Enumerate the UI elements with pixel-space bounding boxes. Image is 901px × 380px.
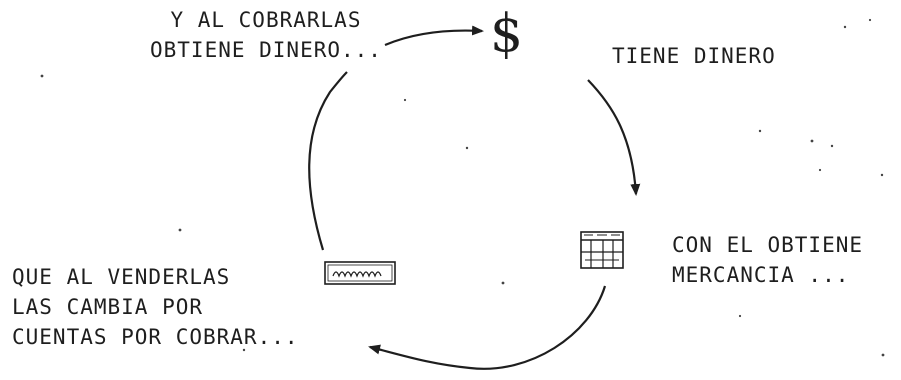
label-line: LAS CAMBIA POR — [12, 295, 204, 319]
label-line: CUENTAS POR COBRAR... — [12, 325, 299, 349]
dollar-sign: $ — [490, 4, 524, 64]
label-line: CON EL OBTIENE — [672, 233, 864, 257]
arrow-to-receivables — [368, 285, 607, 370]
label-line: OBTIENE DINERO... — [150, 38, 382, 62]
label-line: MERCANCIA ... — [672, 263, 850, 287]
label-line: Y AL COBRARLAS — [170, 8, 362, 32]
receipt-slip-icon — [324, 261, 396, 285]
label-cuentas-por-cobrar: QUE AL VENDERLAS LAS CAMBIA POR CUENTAS … — [12, 262, 299, 352]
label-line: QUE AL VENDERLAS — [12, 265, 231, 289]
label-obtiene-dinero: Y AL COBRARLAS OBTIENE DINERO... — [150, 5, 382, 65]
arrow-to-dollar — [384, 25, 484, 47]
arrow-to-merchandise — [587, 79, 641, 196]
label-mercancia: CON EL OBTIENE MERCANCIA ... — [672, 230, 863, 290]
arrow-to-cash — [308, 71, 348, 251]
label-line: TIENE DINERO — [612, 44, 776, 68]
scan-speckles — [40, 18, 885, 357]
label-tiene-dinero: TIENE DINERO — [612, 41, 776, 71]
merchandise-crate-icon — [580, 231, 624, 269]
